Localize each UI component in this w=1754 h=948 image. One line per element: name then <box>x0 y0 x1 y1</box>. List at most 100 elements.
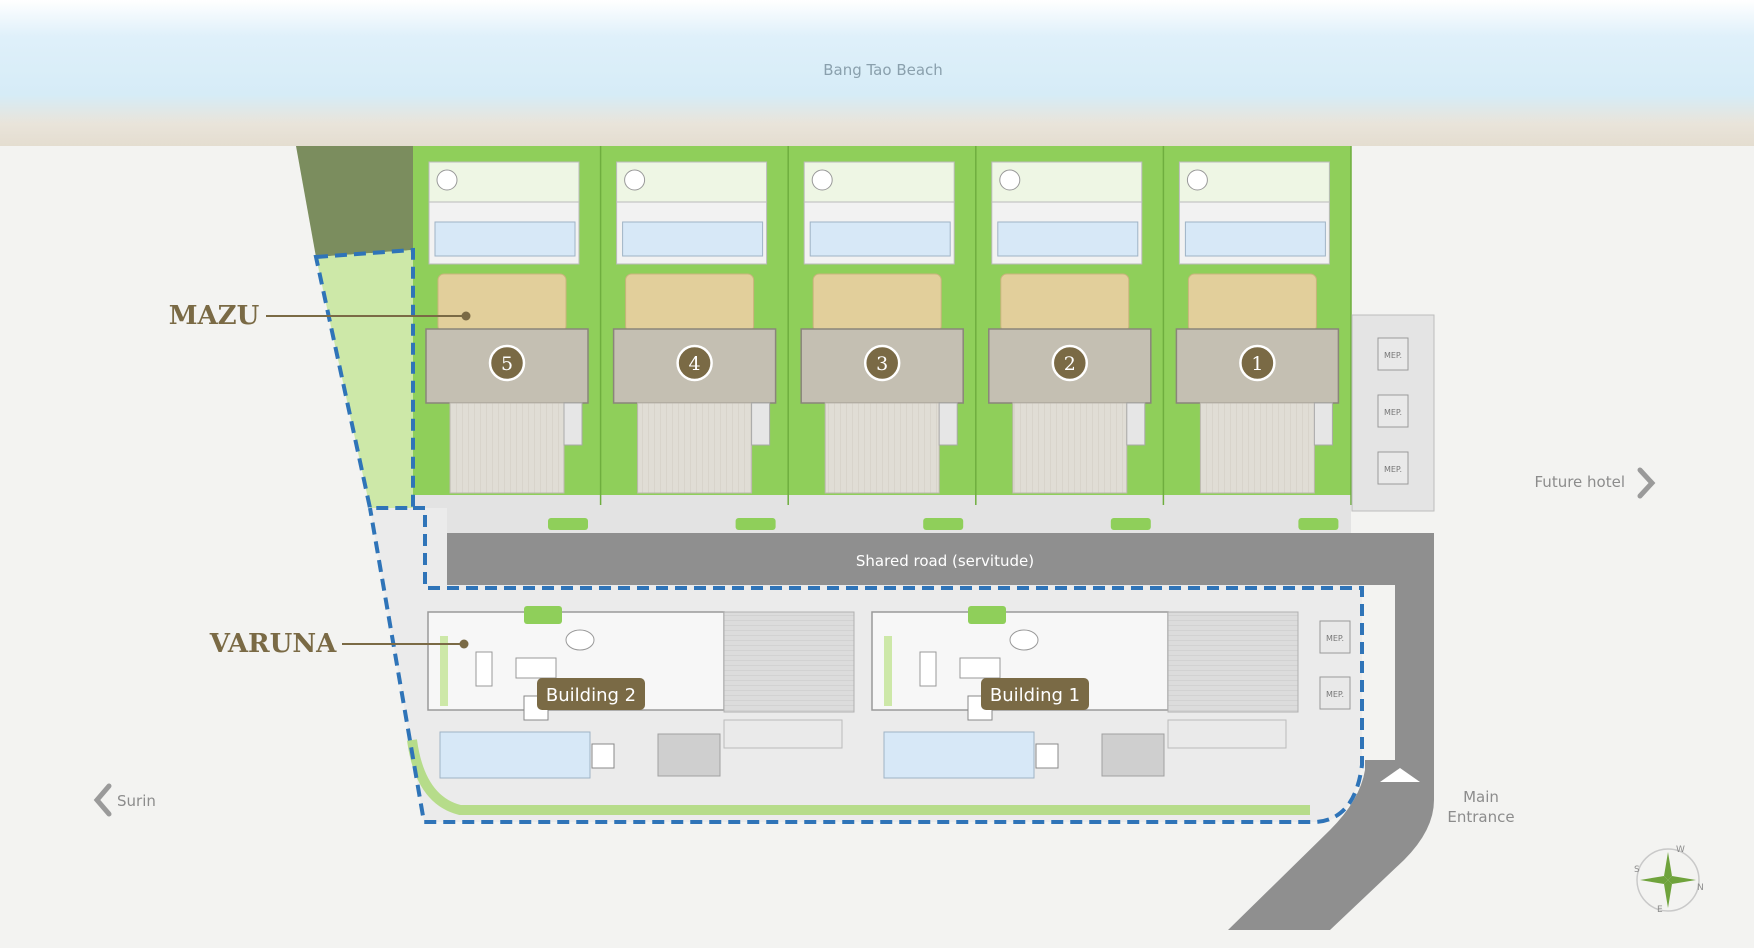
varuna-buildings: Building 2 Building 1 <box>427 606 1299 779</box>
path-lawn <box>1110 518 1151 530</box>
villa-badge[interactable] <box>863 344 901 382</box>
villa-number: 3 <box>876 353 888 375</box>
villa-roof-lower <box>637 402 753 494</box>
path-lawn <box>1298 518 1339 530</box>
villa-5[interactable]: 5 <box>425 146 602 530</box>
mep-box: MEP. <box>1377 451 1409 485</box>
zone-label-varuna: VARUNA <box>209 629 337 659</box>
terrace <box>1187 273 1317 333</box>
building-terrace <box>1167 719 1287 749</box>
building-tag[interactable] <box>537 678 645 710</box>
beach-label: Bang Tao Beach <box>823 61 943 79</box>
villa-3[interactable]: 3 <box>800 146 977 530</box>
furniture <box>475 651 493 687</box>
mep-label: MEP. <box>1384 408 1402 417</box>
shared-road[interactable] <box>447 533 1434 760</box>
mep-label: MEP. <box>1384 465 1402 474</box>
service-block <box>751 402 771 446</box>
varuna-green-edge <box>407 739 1310 815</box>
mep-label: MEP. <box>1384 351 1402 360</box>
compass-n: N <box>1697 883 1704 893</box>
compass-s: S <box>1634 865 1640 875</box>
round-table <box>1009 629 1039 651</box>
mep-group-varuna: MEP. MEP. <box>1319 620 1351 710</box>
building-core <box>657 733 721 777</box>
stair-icon <box>591 743 615 769</box>
mep-box: MEP. <box>1319 620 1351 654</box>
terrace <box>437 273 567 333</box>
villa-2[interactable]: 2 <box>988 146 1165 530</box>
villa-badge[interactable] <box>1051 344 1089 382</box>
pool <box>434 221 576 257</box>
pool <box>622 221 764 257</box>
pool <box>809 221 951 257</box>
service-block <box>1313 402 1333 446</box>
dining-table <box>959 657 1001 679</box>
mep-label: MEP. <box>1326 634 1344 643</box>
zone-label-mazu: MAZU <box>169 301 260 331</box>
surin-arrow-icon[interactable] <box>93 783 112 817</box>
mep-label: MEP. <box>1326 690 1344 699</box>
path-lawn <box>735 518 776 530</box>
future-hotel-arrow-icon[interactable] <box>1637 467 1656 499</box>
villa-roof-lower <box>1199 402 1315 494</box>
main-entrance-label-2: Entrance <box>1447 808 1514 826</box>
building-1[interactable]: Building 1 <box>871 606 1299 779</box>
round-table <box>565 629 595 651</box>
building-roof <box>1167 611 1299 713</box>
service-block <box>563 402 583 446</box>
building-label: Building 1 <box>990 685 1080 706</box>
villa-badge[interactable] <box>488 344 526 382</box>
building-tag[interactable] <box>981 678 1089 710</box>
plant-icon <box>436 169 458 191</box>
mazu-villas: 5 4 3 2 1 <box>425 146 1352 530</box>
dining-table <box>515 657 557 679</box>
villa-number: 4 <box>689 353 701 375</box>
mazu-zone-border[interactable] <box>313 247 415 510</box>
plant-icon <box>999 169 1021 191</box>
villa-roof-lower <box>824 402 940 494</box>
villa-roof-lower <box>449 402 565 494</box>
stair-icon <box>967 695 993 721</box>
surin-label[interactable]: Surin <box>117 792 156 810</box>
villa-number: 2 <box>1064 353 1076 375</box>
landscape-strip <box>316 250 413 508</box>
stair-icon <box>1035 743 1059 769</box>
varuna-zone-border[interactable] <box>368 506 1364 824</box>
main-entrance-label-1: Main <box>1463 788 1499 806</box>
building-2[interactable]: Building 2 <box>427 606 855 779</box>
future-hotel-label[interactable]: Future hotel <box>1535 473 1626 491</box>
compass-e: E <box>1657 905 1663 915</box>
villa-badge[interactable] <box>1239 344 1276 382</box>
mazu-leader-dot <box>461 311 471 321</box>
villa-1[interactable]: 1 <box>1175 146 1352 530</box>
plant-icon <box>1186 169 1208 191</box>
mep-box: MEP. <box>1377 394 1409 428</box>
building-roof <box>723 611 855 713</box>
compass-icon: W N E S <box>1634 845 1704 915</box>
plant-icon <box>811 169 833 191</box>
road-label: Shared road (servitude) <box>856 552 1034 570</box>
villa-4[interactable]: 4 <box>612 146 789 530</box>
planter-strip <box>440 636 448 706</box>
path-lawn <box>548 518 588 530</box>
service-block <box>1126 402 1146 446</box>
mep-box: MEP. <box>1319 676 1351 710</box>
service-block <box>938 402 958 446</box>
sea-band <box>0 0 1754 146</box>
mep-group-mazu: MEP. MEP. MEP. <box>1377 337 1409 485</box>
path-lawn <box>923 518 964 530</box>
villa-number: 1 <box>1251 353 1263 375</box>
compass-w: W <box>1676 845 1685 855</box>
entrance-road[interactable] <box>1228 760 1434 930</box>
planter <box>524 606 562 624</box>
villa-number: 5 <box>501 353 513 375</box>
building-core <box>1101 733 1165 777</box>
pool <box>1184 221 1326 257</box>
villa-badge[interactable] <box>676 344 713 382</box>
pool <box>997 221 1139 257</box>
varuna-leader-dot <box>459 639 469 649</box>
landscape-corner <box>296 146 413 257</box>
mep-box: MEP. <box>1377 337 1409 371</box>
